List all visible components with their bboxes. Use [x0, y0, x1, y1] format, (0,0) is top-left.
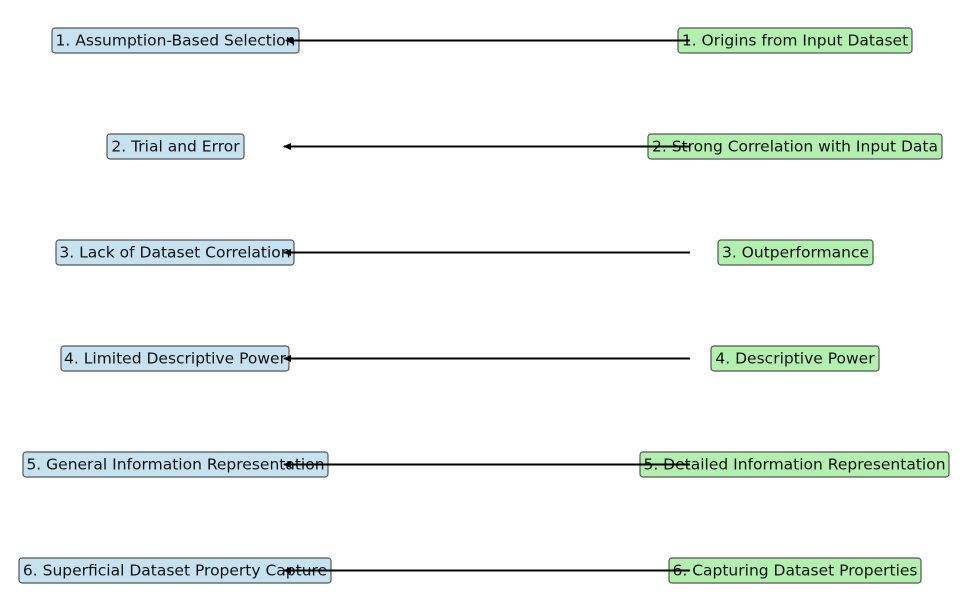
right-node-box-4 — [710, 345, 880, 372]
left-node-label-3: 3. Lack of Dataset Correlation — [59, 244, 290, 262]
left-node-label-5: 5. General Information Representation — [26, 456, 324, 474]
right-node-box-3 — [717, 239, 874, 266]
left-node-label-2: 2. Trial and Error — [111, 138, 240, 156]
right-node-label-1: 1. Origins from Input Dataset — [682, 32, 908, 50]
right-node-label-4: 4. Descriptive Power — [715, 350, 875, 368]
right-node-label-5: 5. Detailed Information Representation — [643, 456, 945, 474]
left-node-label-4: 4. Limited Descriptive Power — [64, 350, 287, 368]
right-node-label-2: 2. Strong Correlation with Input Data — [652, 138, 938, 156]
left-node-box-2 — [106, 133, 245, 160]
left-node-label-6: 6. Superficial Dataset Property Capture — [23, 562, 327, 580]
left-node-label-1: 1. Assumption-Based Selection — [56, 32, 296, 50]
right-node-label-3: 3. Outperformance — [722, 244, 869, 262]
right-node-label-6: 6. Capturing Dataset Properties — [672, 562, 917, 580]
